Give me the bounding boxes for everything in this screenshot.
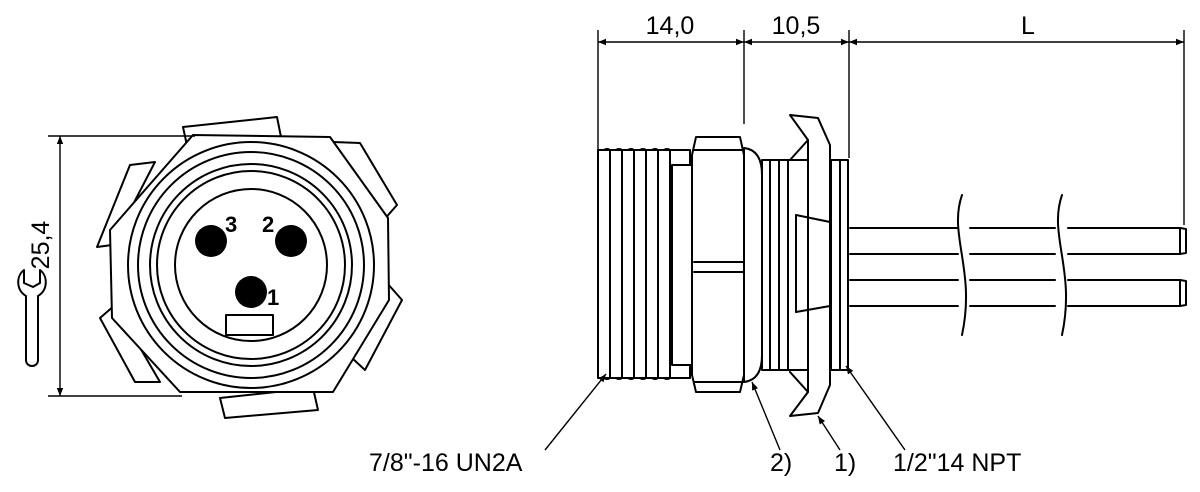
- front-view: 3 2 1 25,4: [17, 116, 403, 419]
- pin-3-label: 3: [225, 212, 237, 237]
- width-105-label: 10,5: [772, 12, 821, 40]
- leader-un-thread: [544, 373, 607, 451]
- hex-collar: [691, 136, 745, 393]
- callouts: 7/8"-16 UN2A 2) 1) 1/2"14 NPT: [369, 365, 1021, 477]
- break-mark-right: [1056, 194, 1068, 336]
- leader-item-2: [751, 381, 781, 451]
- callout-item-2: 2): [770, 449, 792, 477]
- nut-lug-left: [96, 161, 156, 248]
- outer-ring: [127, 141, 375, 389]
- break-mark-left: [956, 194, 968, 336]
- pin-1: [235, 276, 267, 308]
- keying-tab: [225, 314, 274, 336]
- width-14-label: 14,0: [646, 12, 695, 40]
- insert-face: [174, 188, 328, 342]
- callout-npt-thread: 1/2"14 NPT: [893, 449, 1021, 477]
- leader-item-1: [817, 415, 841, 451]
- wrench-icon: [17, 269, 47, 367]
- side-view: 14,0 10,5 L: [597, 12, 1187, 417]
- ring-2: [137, 151, 365, 379]
- ring-4: [156, 170, 346, 360]
- ring-3: [149, 163, 353, 367]
- height-dimension-label: 25,4: [27, 221, 55, 270]
- pin-3: [195, 225, 227, 257]
- length-label: L: [1021, 12, 1035, 40]
- callout-un-thread: 7/8"-16 UN2A: [369, 449, 523, 477]
- npt-thread: [761, 159, 849, 371]
- callout-item-1: 1): [834, 449, 856, 477]
- locknut: [789, 114, 831, 417]
- pin-2-label: 2: [262, 212, 274, 237]
- pin-1-label: 1: [267, 285, 279, 310]
- cable-wires: [849, 194, 1187, 336]
- pin-2: [275, 225, 307, 257]
- leader-npt-thread: [845, 365, 906, 451]
- nut-lug-bottom: [219, 387, 319, 419]
- o-ring: [743, 147, 763, 383]
